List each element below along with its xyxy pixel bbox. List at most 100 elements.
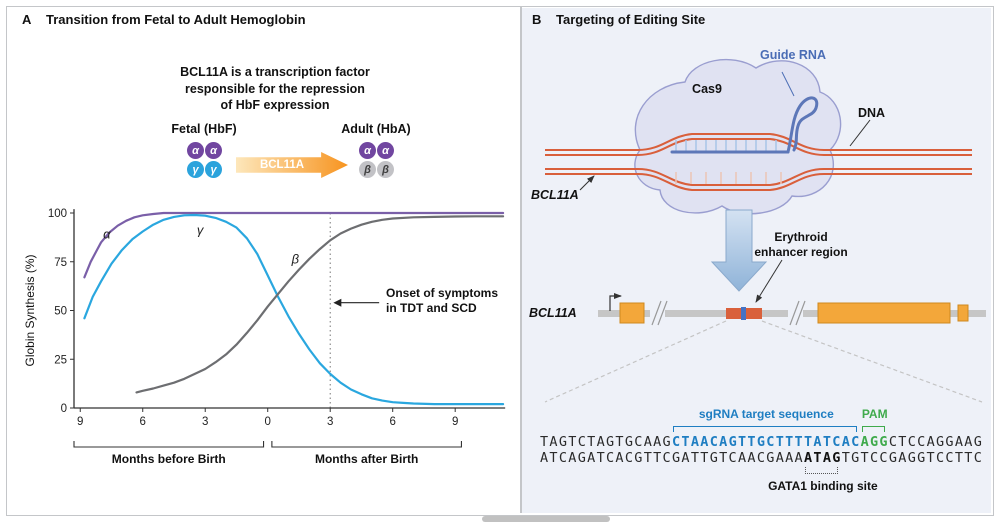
pam-bracket: AGG (861, 424, 889, 434)
gamma-globin-icon: γ (187, 161, 204, 178)
sgrna-target-label: sgRNA target sequence (698, 407, 834, 421)
enhancer-callout-arrow (755, 259, 783, 303)
enhancer-label-line: enhancer region (754, 245, 848, 259)
editing-site-diagram (544, 58, 986, 403)
panel-a-letter: A (22, 12, 32, 27)
svg-text:6: 6 (140, 416, 146, 428)
svg-text:Months before Birth: Months before Birth (112, 452, 226, 466)
guide-rna-connector (781, 71, 795, 97)
dna-top-strand (545, 133, 972, 151)
alpha-globin-icon: α (359, 142, 376, 159)
beta-globin-icon: β (377, 161, 394, 178)
svg-text:25: 25 (54, 354, 67, 366)
panel-b-header: B Targeting of Editing Site (532, 12, 705, 27)
svg-text:0: 0 (265, 416, 271, 428)
svg-text:γ: γ (197, 222, 205, 237)
note-line: of HbF expression (220, 98, 330, 112)
gata1-binding-site-label: GATA1 binding site (768, 479, 878, 493)
exon-box (957, 304, 969, 322)
transcription-start-arrow (609, 293, 622, 311)
svg-text:100: 100 (48, 208, 67, 220)
scrollbar-thumb[interactable] (482, 516, 610, 522)
dna-connector (849, 119, 871, 147)
fetal-hbf-label: Fetal (HbF) (171, 122, 237, 136)
svg-text:β: β (291, 252, 300, 267)
bcl11a-gene-label: BCL11A (529, 306, 577, 320)
pam-label: PAM (861, 407, 888, 421)
bcl11a-repression-arrow: BCL11A (236, 152, 348, 178)
gata1-bracket: ATAG (804, 466, 842, 476)
sgrna-bracket-row: TAGTCTAGTGCAAGCTAACAGTTGCTTTTATCACAGG (540, 424, 983, 434)
dna-sequence-line2: ATCAGATCACGTTCGATTGTCAACGAAAATAGTGTCCGAG… (540, 450, 983, 466)
ghost-spacer: TAGTCTAGTGCAAG (540, 424, 672, 434)
exon-box (619, 302, 645, 324)
ghost-spacer: ATCAGATCACGTTCGATTGTCAACGAAA (540, 476, 804, 492)
adult-hba-label: Adult (HbA) (341, 122, 411, 136)
dna-sequence-line1: TAGTCTAGTGCAAGCTAACAGTTGCTTTTATCACAGGCTC… (540, 434, 983, 450)
gata1-label-anchor: ATAGGATA1 binding site (768, 476, 878, 493)
enhancer-label-line: Erythroid (774, 230, 828, 244)
svg-text:75: 75 (54, 257, 67, 269)
sequence-block: TAGTCTAGTGCAAGCTAACAGTTGCTTTTATCACsgRNA … (540, 406, 983, 494)
dna-label: DNA (858, 106, 886, 120)
beta-globin-icon: β (359, 161, 376, 178)
annotation-line: in TDT and SCD (386, 301, 477, 315)
svg-text:3: 3 (202, 416, 208, 428)
svg-text:50: 50 (54, 306, 67, 318)
svg-text:Globin Synthesis (%): Globin Synthesis (%) (23, 254, 37, 366)
erythroid-enhancer-label: Erythroid enhancer region (742, 230, 860, 260)
ghost-spacer: ATCAGATCACGTTCGATTGTCAACGAAA (540, 466, 804, 476)
svg-text:0: 0 (61, 403, 67, 415)
alpha-globin-icon: α (187, 142, 204, 159)
exon-box (817, 302, 951, 324)
pam-label-anchor: AGGPAM (861, 406, 889, 422)
svg-text:3: 3 (327, 416, 333, 428)
dna-bottom-strand (545, 168, 972, 186)
seq1-prefix: TAGTCTAGTGCAAG (540, 434, 672, 450)
dna-top-strand (545, 138, 972, 156)
panel-a-header: A Transition from Fetal to Adult Hemoglo… (22, 12, 306, 27)
rna-dna-rungs (675, 140, 777, 151)
gata1-label-row: ATCAGATCACGTTCGATTGTCAACGAAAATAGGATA1 bi… (540, 476, 983, 494)
svg-text:6: 6 (389, 416, 395, 428)
fetal-alpha-globins: α α (187, 142, 223, 159)
bcl11a-label: BCL11A (531, 188, 579, 202)
svg-text:9: 9 (77, 416, 83, 428)
gene-break-slash (789, 300, 800, 326)
gene-break-slash (657, 300, 668, 326)
seq1-pam: AGG (860, 434, 889, 450)
svg-text:9: 9 (452, 416, 458, 428)
gata1-bracket-row: ATCAGATCACGTTCGATTGTCAACGAAAATAG (540, 466, 983, 476)
bcl11a-pointer (579, 175, 595, 191)
seq1-sgrna-target: CTAACAGTTGCTTTTATCAC (672, 434, 861, 450)
sgrna-bracket: CTAACAGTTGCTTTTATCAC (672, 424, 861, 434)
adult-beta-globins: β β (359, 161, 395, 178)
sgrna-label-anchor: CTAACAGTTGCTTTTATCACsgRNA target sequenc… (672, 406, 861, 422)
seq2-prefix: ATCAGATCACGTTCGATTGTCAACGAAA (540, 450, 804, 466)
sequence-annotation-top: TAGTCTAGTGCAAGCTAACAGTTGCTTTTATCACsgRNA … (540, 406, 983, 424)
alpha-globin-icon: α (377, 142, 394, 159)
zoom-dashed-line (544, 320, 727, 403)
seq1-suffix: CTCCAGGAAG (888, 434, 984, 450)
panel-a-title: Transition from Fetal to Adult Hemoglobi… (46, 12, 306, 27)
seq2-gata1-site: ATAG (803, 450, 842, 466)
editing-site-mark (741, 307, 746, 320)
guide-rna-label: Guide RNA (760, 48, 826, 62)
gamma-globin-icon: γ (205, 161, 222, 178)
dna-bottom-strand (545, 173, 972, 191)
guide-rna-loop (786, 96, 819, 154)
annotation-line: Onset of symptoms (386, 286, 499, 300)
gene-break-slash (651, 300, 662, 326)
bcl11a-note: BCL11A is a transcription factor respons… (130, 64, 420, 114)
svg-text:α: α (103, 226, 111, 241)
panel-b-letter: B (532, 12, 542, 27)
bcl11a-arrow-label: BCL11A (259, 159, 305, 171)
alpha-globin-icon: α (205, 142, 222, 159)
svg-text:Months after Birth: Months after Birth (315, 452, 418, 466)
ghost-spacer: TAGTCTAGTGCAAG (540, 406, 672, 422)
bottom-strand-rungs (675, 172, 782, 184)
cas9-label: Cas9 (692, 82, 722, 96)
panel-divider (520, 7, 522, 513)
